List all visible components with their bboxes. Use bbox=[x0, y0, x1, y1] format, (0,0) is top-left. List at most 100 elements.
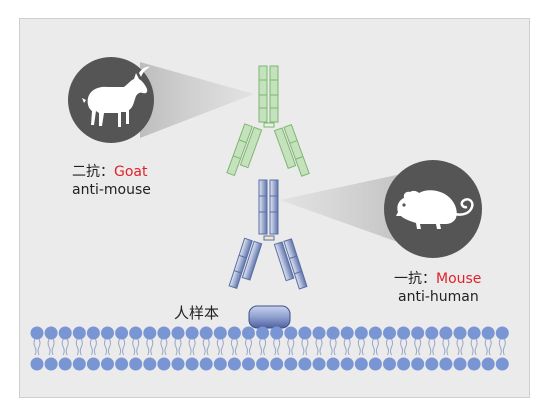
lipid-tail bbox=[329, 338, 337, 356]
lipid-tail bbox=[315, 338, 323, 356]
lipid-head bbox=[199, 357, 213, 371]
primary-species: Mouse bbox=[436, 271, 482, 287]
lipid-tail bbox=[343, 338, 351, 356]
lipid-tail bbox=[357, 338, 365, 356]
lipid-head bbox=[284, 357, 298, 371]
lipid-tail bbox=[216, 338, 224, 356]
lipid-tail bbox=[61, 338, 69, 356]
lipid-head bbox=[30, 357, 44, 371]
goat-icon bbox=[68, 57, 154, 143]
lipid-head bbox=[284, 326, 298, 340]
lipid-head bbox=[171, 326, 185, 340]
secondary-prefix: 二抗： bbox=[72, 164, 114, 180]
lipid-head bbox=[101, 357, 114, 371]
lipid-tail bbox=[442, 338, 450, 356]
secondary-target-label: anti-mouse bbox=[72, 182, 151, 198]
lipid-head bbox=[340, 357, 354, 371]
lipid-tail bbox=[245, 338, 252, 356]
lipid-head bbox=[411, 326, 425, 340]
lipid-tail bbox=[104, 338, 111, 356]
lipid-head bbox=[397, 357, 411, 371]
lipid-head bbox=[383, 357, 396, 371]
lipid-head bbox=[115, 357, 129, 371]
lipid-tail bbox=[47, 338, 55, 356]
lipid-head bbox=[185, 326, 199, 340]
lipid-tail bbox=[470, 338, 478, 356]
lipid-head bbox=[44, 326, 58, 340]
lipid-head bbox=[227, 357, 241, 371]
lipid-head bbox=[368, 326, 382, 340]
lipid-head bbox=[495, 326, 509, 340]
lipid-head bbox=[326, 357, 340, 371]
lipid-head bbox=[354, 326, 368, 340]
human-sample-antigen bbox=[248, 305, 291, 329]
lipid-head bbox=[298, 326, 312, 340]
lipid-head bbox=[157, 326, 171, 340]
lipid-tail bbox=[230, 338, 238, 356]
lipid-tail bbox=[89, 338, 97, 356]
lipid-head bbox=[58, 326, 72, 340]
primary-antibody-label: 一抗：Mouse bbox=[394, 268, 481, 288]
lipid-head bbox=[101, 326, 114, 340]
lipid-tail bbox=[132, 338, 140, 356]
lipid-tail bbox=[371, 338, 379, 356]
lipid-head bbox=[425, 357, 439, 371]
lipid-head bbox=[199, 326, 213, 340]
lipid-head bbox=[213, 326, 227, 340]
lipid-head bbox=[326, 326, 340, 340]
lipid-tail bbox=[456, 338, 464, 356]
lipid-head bbox=[453, 326, 467, 340]
lipid-head bbox=[72, 326, 86, 340]
sample-label: 人样本 bbox=[174, 304, 220, 322]
lipid-tail bbox=[202, 338, 210, 356]
lipid-tail bbox=[287, 338, 295, 356]
lipid-head bbox=[467, 357, 481, 371]
lipid-tail bbox=[400, 338, 408, 356]
primary-antibody bbox=[228, 179, 308, 290]
lipid-head bbox=[44, 357, 58, 371]
lipid-head bbox=[312, 326, 326, 340]
lipid-tail bbox=[146, 338, 154, 356]
lipid-tail bbox=[160, 338, 168, 356]
lipid-head bbox=[227, 326, 241, 340]
lipid-tail bbox=[484, 338, 492, 356]
lipid-head bbox=[481, 357, 495, 371]
lipid-head bbox=[242, 326, 255, 340]
lipid-head bbox=[467, 326, 481, 340]
lipid-head bbox=[312, 357, 326, 371]
lipid-head bbox=[481, 326, 495, 340]
lipid-head bbox=[72, 357, 86, 371]
primary-target-label: anti-human bbox=[398, 289, 479, 305]
lipid-tail bbox=[386, 338, 393, 356]
lipid-tail bbox=[414, 338, 422, 356]
lipid-head bbox=[185, 357, 199, 371]
primary-prefix: 一抗： bbox=[394, 271, 436, 287]
lipid-tail bbox=[174, 338, 182, 356]
lipid-head bbox=[30, 326, 44, 340]
secondary-species: Goat bbox=[114, 164, 148, 180]
lipid-head bbox=[242, 357, 255, 371]
lipid-head bbox=[383, 326, 396, 340]
lipid-head bbox=[86, 357, 100, 371]
lipid-head bbox=[270, 357, 284, 371]
lipid-tail bbox=[301, 338, 309, 356]
lipid-tail bbox=[428, 338, 436, 356]
lipid-head bbox=[129, 326, 143, 340]
lipid-tail bbox=[33, 338, 41, 356]
lipid-head bbox=[129, 357, 143, 371]
lipid-bilayer-membrane bbox=[30, 326, 509, 371]
lipid-head bbox=[270, 326, 284, 340]
lipid-tail bbox=[498, 338, 506, 356]
mouse-projection-beam bbox=[280, 170, 420, 250]
lipid-head bbox=[86, 326, 100, 340]
lipid-head bbox=[453, 357, 467, 371]
lipid-tail bbox=[188, 338, 196, 356]
lipid-head bbox=[439, 357, 453, 371]
lipid-head bbox=[256, 326, 270, 340]
lipid-tail bbox=[118, 338, 126, 356]
secondary-antibody bbox=[226, 65, 310, 177]
lipid-head bbox=[171, 357, 185, 371]
lipid-head bbox=[213, 357, 227, 371]
lipid-head bbox=[411, 357, 425, 371]
